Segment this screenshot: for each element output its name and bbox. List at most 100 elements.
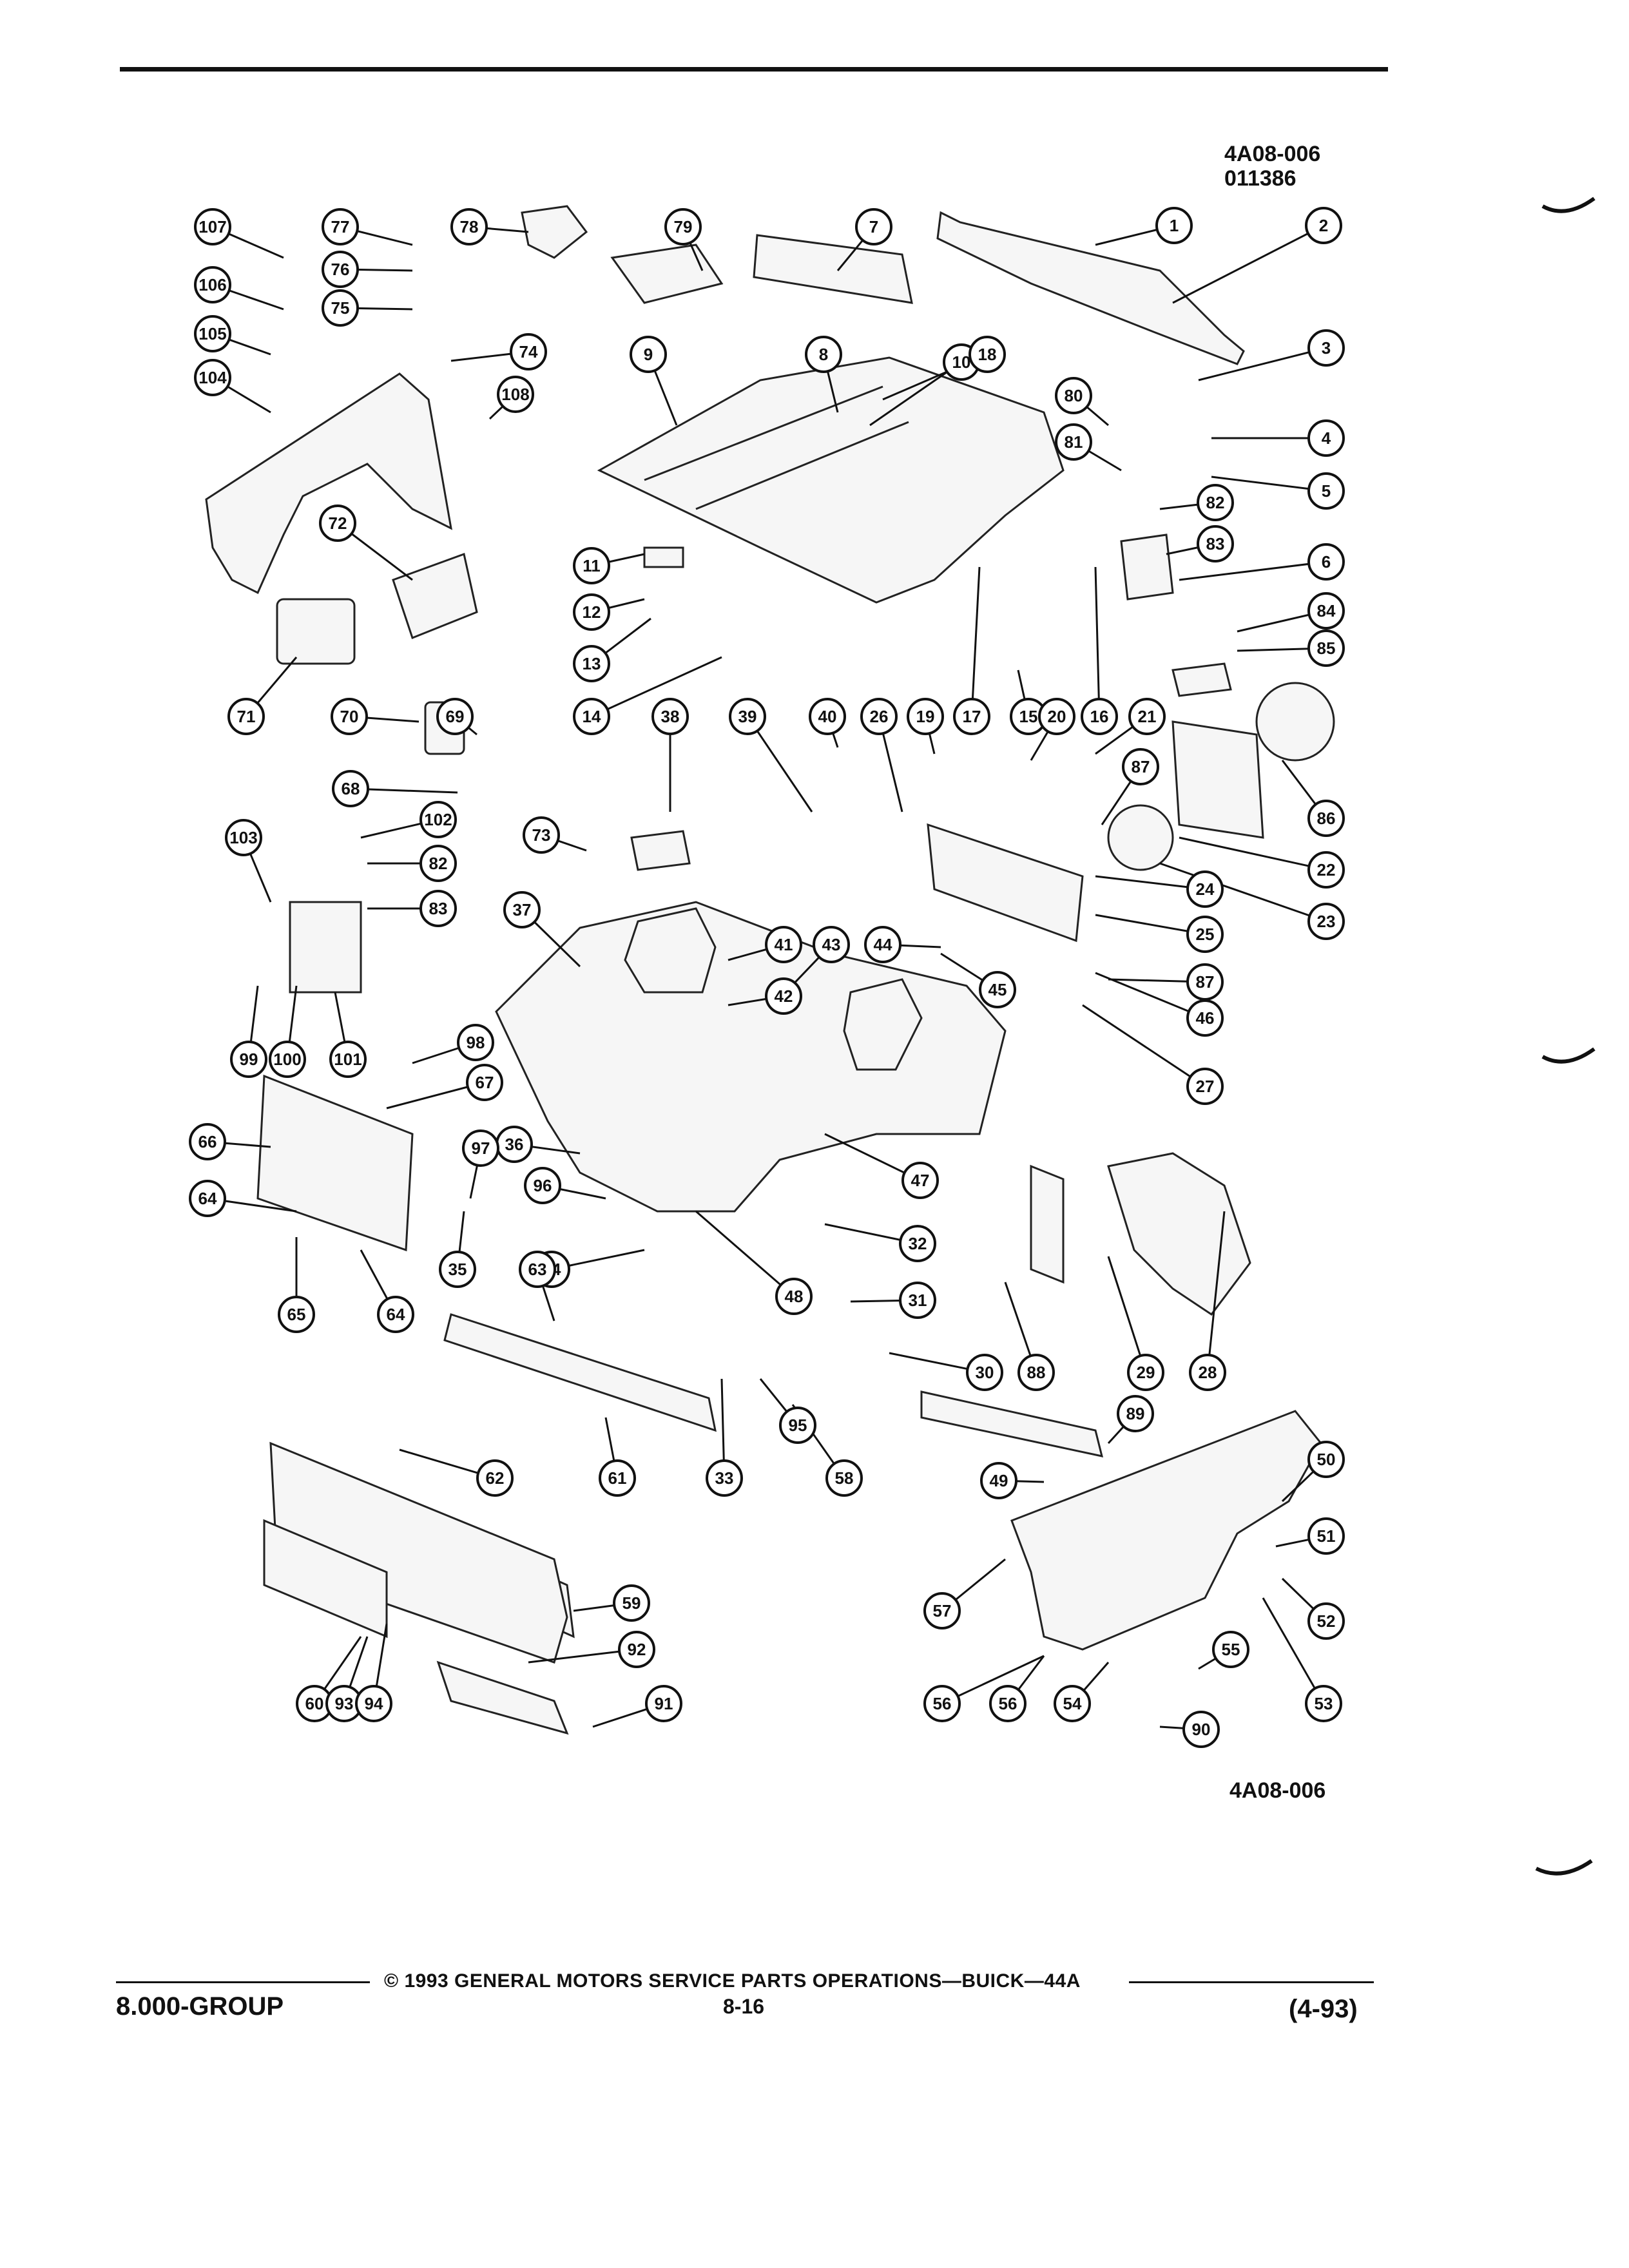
callout-number: 58 — [835, 1468, 854, 1488]
callout-number: 20 — [1048, 707, 1066, 726]
callout-60: 60 — [296, 1685, 333, 1722]
washer-reservoir — [1120, 533, 1174, 601]
callout-number: 49 — [990, 1471, 1008, 1490]
callout-bubble — [1307, 851, 1345, 889]
callout-number: 80 — [1065, 386, 1083, 405]
callout-2: 2 — [1305, 207, 1342, 244]
callout-bubble — [519, 1251, 556, 1288]
callout-41: 41 — [765, 926, 802, 963]
callout-bubble — [1055, 423, 1092, 461]
leader-line-3 — [1198, 347, 1327, 381]
callout-bubble — [225, 819, 262, 856]
callout-45: 45 — [979, 971, 1016, 1008]
callout-bubble — [899, 1282, 936, 1319]
callout-bubble — [573, 593, 610, 631]
callout-95: 95 — [779, 1407, 816, 1444]
callout-number: 88 — [1027, 1363, 1046, 1382]
callout-39: 39 — [729, 698, 766, 735]
callout-bubble — [319, 505, 356, 542]
callout-bubble — [729, 698, 766, 735]
callout-bubble — [907, 698, 944, 735]
callout-bubble — [1307, 1517, 1345, 1555]
top-rule — [120, 67, 1388, 72]
callout-47: 47 — [901, 1162, 939, 1199]
part-drawings — [205, 205, 1335, 1735]
callout-number: 61 — [608, 1468, 627, 1488]
callout-bubble — [1081, 698, 1118, 735]
leader-line-29 — [1107, 1256, 1147, 1373]
callout-bubble — [227, 698, 265, 735]
callout-number: 82 — [429, 854, 448, 873]
callout-number: 26 — [870, 707, 889, 726]
callout-bubble — [1307, 1441, 1345, 1478]
callout-64: 64 — [377, 1296, 414, 1333]
callout-number: 42 — [775, 986, 793, 1006]
callout-bubble — [194, 315, 231, 352]
callout-90: 90 — [1182, 1711, 1220, 1748]
callout-number: 104 — [198, 368, 227, 387]
callout-bubble — [860, 698, 898, 735]
callout-number: 8 — [819, 345, 828, 364]
callout-bubble — [809, 698, 846, 735]
callout-number: 92 — [628, 1640, 646, 1659]
callout-number: 59 — [622, 1593, 641, 1613]
callout-number: 63 — [528, 1260, 547, 1279]
callout-number: 87 — [1196, 972, 1215, 992]
callout-number: 25 — [1196, 925, 1215, 944]
callout-43: 43 — [813, 926, 850, 963]
callout-number: 6 — [1322, 552, 1331, 572]
callout-6: 6 — [1307, 543, 1345, 581]
cooling-fan — [1255, 682, 1335, 762]
callout-number: 37 — [513, 900, 532, 919]
callout-bubble — [523, 816, 560, 854]
callout-56: 56 — [989, 1685, 1027, 1722]
callout-82: 82 — [1197, 484, 1234, 521]
callout-number: 15 — [1019, 707, 1038, 726]
callout-number: 103 — [229, 828, 257, 847]
callout-89: 89 — [1117, 1395, 1154, 1432]
callout-bubble — [1127, 1354, 1164, 1391]
callout-number: 45 — [988, 980, 1007, 999]
callout-1: 1 — [1155, 207, 1193, 244]
callout-bubble — [1307, 800, 1345, 837]
callout-number: 82 — [1206, 493, 1225, 512]
callout-31: 31 — [899, 1282, 936, 1319]
callout-bubble — [1186, 1068, 1224, 1105]
cowl-bracket — [521, 205, 588, 259]
callout-number: 51 — [1317, 1526, 1336, 1546]
callout-3: 3 — [1307, 329, 1345, 367]
callout-bubble — [1054, 1685, 1091, 1722]
callout-number: 97 — [472, 1139, 490, 1158]
callout-bubble — [1182, 1711, 1220, 1748]
callout-bubble — [813, 926, 850, 963]
footer-page-number: 8-16 — [723, 1995, 765, 2018]
callout-number: 68 — [342, 779, 360, 798]
wheelhouse-liner — [1107, 1152, 1251, 1316]
callout-bubble — [573, 547, 610, 584]
callout-58: 58 — [825, 1459, 863, 1497]
callout-bubble — [419, 845, 457, 882]
callout-48: 48 — [775, 1278, 813, 1315]
callout-number: 11 — [583, 556, 601, 575]
callout-number: 95 — [789, 1416, 807, 1435]
illustration-code: 4A08-006 — [1224, 142, 1321, 166]
leader-line-2 — [1172, 224, 1324, 304]
fan-blade — [1107, 804, 1174, 871]
callout-14: 14 — [573, 698, 610, 735]
callout-bubble — [645, 1685, 682, 1722]
callout-25: 25 — [1186, 916, 1224, 953]
callout-number: 64 — [198, 1189, 217, 1208]
leader-line-5 — [1211, 476, 1327, 492]
callout-17: 17 — [953, 698, 990, 735]
callout-64: 64 — [189, 1180, 226, 1217]
callout-number: 31 — [909, 1291, 927, 1310]
callout-107: 107 — [194, 208, 231, 245]
callout-bubble — [457, 1024, 494, 1061]
callout-86: 86 — [1307, 800, 1345, 837]
electronic-module — [289, 901, 362, 994]
callout-number: 24 — [1196, 879, 1215, 899]
hood-latch — [643, 546, 684, 568]
callout-number: 83 — [1206, 534, 1225, 553]
callout-20: 20 — [1038, 698, 1075, 735]
callout-number: 96 — [534, 1176, 552, 1195]
